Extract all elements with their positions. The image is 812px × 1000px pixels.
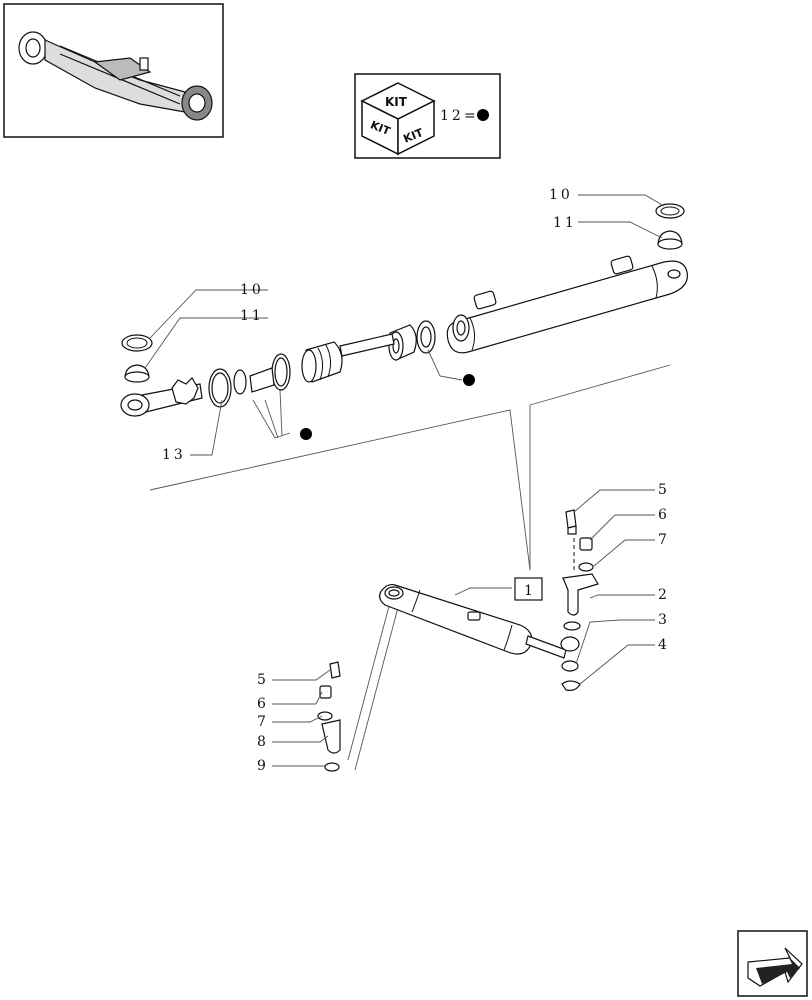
callout-5-left: 5 — [257, 672, 269, 688]
callout-1-box — [514, 577, 543, 601]
callout-4: 4 — [658, 637, 670, 653]
left-hardware-stack — [317, 661, 341, 772]
callout-7-right: 7 — [658, 532, 670, 548]
callout-2: 2 — [658, 587, 670, 603]
kit-legend: KIT KIT KIT 12 = — [354, 73, 501, 159]
kit-equals-sign: = — [464, 108, 479, 124]
callout-13: 13 — [162, 447, 186, 463]
callout-6-left: 6 — [257, 696, 269, 712]
callout-6-right: 6 — [658, 507, 670, 523]
axle-thumbnail-icon[interactable] — [3, 3, 224, 138]
callout-10-left: 10 — [240, 282, 264, 298]
kit-marker-dot — [477, 109, 489, 121]
next-page-arrow-icon[interactable] — [737, 930, 808, 997]
kit-cube-icon: KIT KIT KIT — [360, 82, 436, 156]
callout-7-left: 7 — [257, 714, 269, 730]
callout-11-left: 11 — [240, 308, 264, 324]
callout-11-top: 11 — [553, 215, 577, 231]
right-hardware-stack — [561, 509, 599, 691]
callout-9: 9 — [257, 758, 269, 774]
callout-5-right: 5 — [658, 482, 670, 498]
callout-10-top: 10 — [549, 187, 573, 203]
leader-lines-top — [144, 194, 671, 771]
kit-cube-top-label: KIT — [385, 95, 408, 109]
leader-lines-bottom — [272, 489, 655, 767]
kit-marker-dot-orings — [300, 428, 312, 440]
exploded-cylinder — [120, 203, 688, 417]
callout-3: 3 — [658, 612, 670, 628]
kit-equation-number: 12 — [440, 108, 464, 124]
callout-8: 8 — [257, 734, 269, 750]
assembled-cylinder — [379, 583, 580, 659]
kit-marker-dot-seal — [463, 374, 475, 386]
callout-1: 1 — [524, 583, 536, 599]
